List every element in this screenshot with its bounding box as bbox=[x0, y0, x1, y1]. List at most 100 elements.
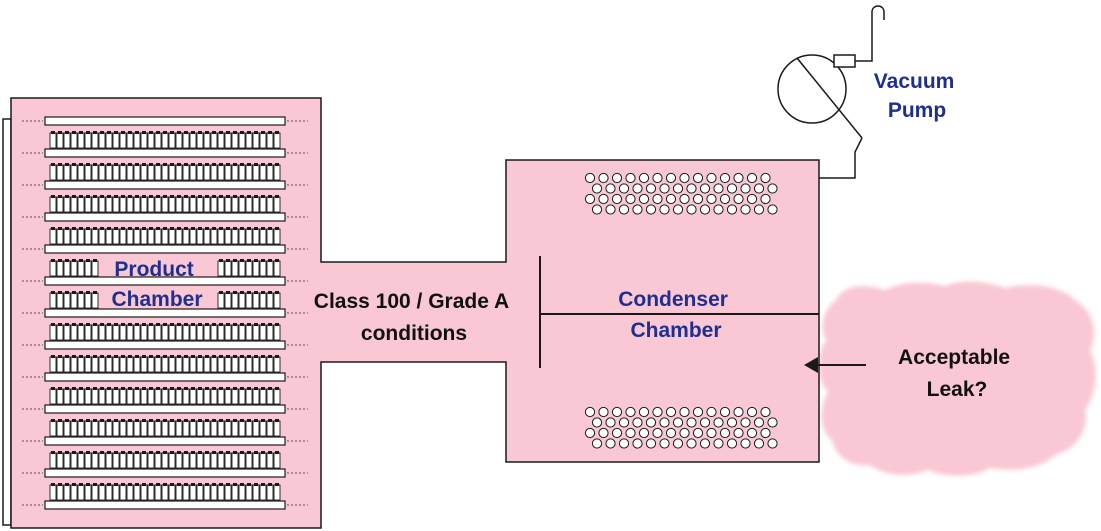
coil-tube bbox=[638, 427, 650, 439]
coil-tube bbox=[686, 204, 697, 215]
coil-tube bbox=[632, 183, 643, 194]
coil-tube bbox=[605, 417, 616, 428]
coil-tube bbox=[611, 406, 623, 418]
coil-tube bbox=[746, 172, 758, 184]
coil-tube bbox=[672, 417, 684, 428]
coil-tube bbox=[740, 183, 751, 194]
coil-tube bbox=[699, 417, 711, 428]
coil-tube bbox=[767, 204, 778, 215]
coil-tube bbox=[645, 183, 657, 194]
coil-tube bbox=[645, 204, 657, 215]
coil-tube bbox=[706, 427, 717, 439]
coil-tube bbox=[625, 193, 636, 205]
coil-tube bbox=[638, 172, 650, 184]
coil-tube bbox=[672, 204, 684, 215]
coil-tube bbox=[584, 406, 596, 418]
coil-tube bbox=[733, 406, 744, 418]
coil-tube bbox=[706, 193, 717, 205]
coil-tube bbox=[760, 193, 771, 205]
coil-tube bbox=[767, 438, 778, 449]
coil-tube bbox=[659, 438, 670, 449]
coil-tube bbox=[659, 183, 670, 194]
coil-tube bbox=[760, 406, 771, 418]
coil-tube bbox=[591, 417, 603, 428]
condenser-coils bbox=[584, 172, 778, 449]
shelf bbox=[22, 259, 308, 286]
coil-tube bbox=[692, 172, 704, 184]
coil-tube bbox=[598, 406, 609, 418]
condenser-chamber-label: Condenser Chamber bbox=[618, 288, 734, 342]
coil-tube bbox=[726, 183, 738, 194]
vacuum-pump-label: Vacuum Pump bbox=[874, 70, 960, 122]
coil-tube bbox=[746, 193, 758, 205]
coil-tube bbox=[733, 427, 744, 439]
coil-tube bbox=[672, 438, 684, 449]
coil-tube bbox=[659, 204, 670, 215]
coil-tube bbox=[706, 172, 717, 184]
product-chamber-back-wall bbox=[2, 118, 12, 526]
shelf bbox=[22, 387, 308, 414]
coil-tube bbox=[611, 193, 623, 205]
coil-tube bbox=[625, 406, 636, 418]
coil-tube bbox=[679, 172, 690, 184]
coil-tube bbox=[713, 204, 724, 215]
coil-tube bbox=[632, 438, 643, 449]
coil-tube bbox=[713, 183, 724, 194]
product-shelves bbox=[22, 116, 308, 510]
coil-tube bbox=[605, 183, 616, 194]
coil-tube bbox=[699, 204, 711, 215]
coil-tube bbox=[605, 204, 616, 215]
shelf bbox=[22, 355, 308, 382]
coil-tube bbox=[652, 406, 663, 418]
coil-tube bbox=[618, 438, 630, 449]
coil-tube bbox=[584, 172, 596, 184]
coil-tube bbox=[618, 183, 630, 194]
coil-tube bbox=[746, 427, 758, 439]
coil-tube bbox=[618, 204, 630, 215]
coil-tube bbox=[699, 183, 711, 194]
coil-tube bbox=[726, 438, 738, 449]
coil-tube bbox=[625, 172, 636, 184]
coil-tube bbox=[767, 417, 778, 428]
coil-tube bbox=[632, 204, 643, 215]
coil-tube bbox=[726, 417, 738, 428]
coil-tube bbox=[659, 417, 670, 428]
leak-cloud-icon bbox=[819, 281, 1096, 476]
arrow-left-icon bbox=[804, 357, 866, 373]
shelf bbox=[22, 163, 308, 190]
coil-tube bbox=[591, 438, 603, 449]
coil-tube bbox=[740, 417, 751, 428]
coil-tube bbox=[746, 406, 758, 418]
coil-tube bbox=[652, 172, 663, 184]
coil-tube bbox=[665, 427, 677, 439]
coil-tube bbox=[632, 417, 643, 428]
coil-tube bbox=[652, 193, 663, 205]
passage-label: Class 100 / Grade A conditions bbox=[314, 290, 514, 345]
coil-tube bbox=[719, 172, 731, 184]
coil-tube bbox=[760, 172, 771, 184]
coil-tube bbox=[638, 193, 650, 205]
coil-tube bbox=[719, 193, 731, 205]
shelf bbox=[22, 291, 308, 318]
shelf bbox=[22, 483, 308, 510]
coil-tube bbox=[598, 427, 609, 439]
coil-tube bbox=[618, 417, 630, 428]
coil-tube bbox=[598, 193, 609, 205]
coil-tube bbox=[692, 193, 704, 205]
shelf bbox=[22, 227, 308, 254]
coil-tube bbox=[692, 406, 704, 418]
coil-tube bbox=[733, 193, 744, 205]
coil-tube bbox=[611, 172, 623, 184]
shelf bbox=[22, 131, 308, 158]
coil-tube bbox=[665, 193, 677, 205]
coil-tube bbox=[767, 183, 778, 194]
shelf bbox=[22, 323, 308, 350]
coil-tube bbox=[638, 406, 650, 418]
coil-tube bbox=[611, 427, 623, 439]
coil-tube bbox=[686, 438, 697, 449]
coil-tube bbox=[665, 406, 677, 418]
coil-tube bbox=[652, 427, 663, 439]
coil-tube bbox=[686, 183, 697, 194]
coil-tube bbox=[760, 427, 771, 439]
